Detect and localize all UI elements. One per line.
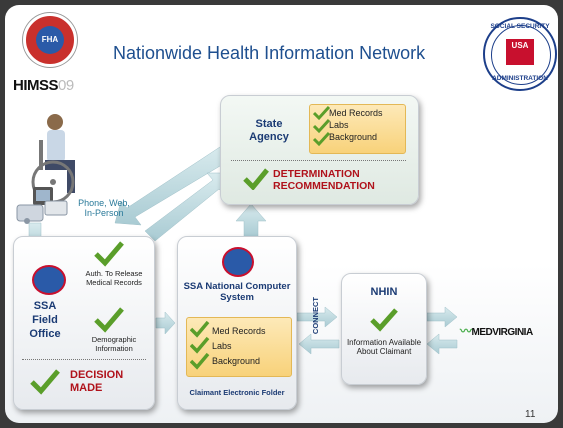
field-office-title: SSA Field Office bbox=[22, 299, 68, 341]
fha-seal-text: FHA bbox=[36, 26, 64, 54]
arrow-state-to-claimant bbox=[114, 144, 236, 226]
slide-title: Nationwide Health Information Network bbox=[113, 43, 426, 63]
ssa-seal-ring bbox=[491, 25, 551, 85]
state-agency-item: Background bbox=[329, 132, 378, 142]
slide-panel: FHA HIMSS09 Nationwide Health Informatio… bbox=[5, 5, 558, 423]
field-office-seal-icon bbox=[32, 265, 66, 295]
field-office-title-line: Office bbox=[29, 328, 61, 340]
state-agency-item: Med Records bbox=[329, 108, 383, 118]
fha-seal-logo: FHA bbox=[23, 13, 77, 67]
national-items: Med Records Labs Background bbox=[212, 324, 266, 369]
ssa-field-office-box: SSA Field Office Auth. To Release Medica… bbox=[13, 236, 155, 410]
state-agency-divider bbox=[231, 160, 406, 161]
medvirginia-text: MEDVIRGINIA bbox=[471, 327, 534, 338]
ssa-seal-bottom-text: ADMINISTRATION bbox=[492, 75, 548, 82]
ssa-seal-top-text: SOCIAL SECURITY bbox=[490, 23, 550, 30]
state-agency-checkmarks-icon bbox=[313, 106, 331, 147]
arrow-medv-to-nhin bbox=[426, 333, 458, 355]
connect-label: CONNECT bbox=[311, 297, 320, 335]
decision-made-label: DECISION MADE bbox=[70, 369, 124, 394]
himss-logo: HIMSS09 bbox=[13, 77, 74, 94]
determination-check-icon bbox=[243, 168, 269, 190]
field-office-divider bbox=[22, 359, 146, 360]
page-number: 11 bbox=[525, 409, 536, 420]
state-agency-box: State Agency Med Records Labs Background… bbox=[220, 95, 419, 205]
demographic-check-icon bbox=[94, 307, 124, 333]
ssa-seal-center: USA bbox=[506, 39, 534, 65]
nhin-check-icon bbox=[370, 308, 398, 332]
flow-arrows bbox=[21, 144, 458, 355]
nhin-title: NHIN bbox=[370, 286, 398, 298]
ssa-national-seal-icon bbox=[222, 247, 254, 277]
state-agency-items: Med Records Labs Background bbox=[329, 107, 383, 143]
arrow-national-to-nhin-top bbox=[296, 306, 338, 328]
field-office-title-line: Field bbox=[32, 314, 58, 326]
medvirginia-pulse-icon: 〰 bbox=[460, 324, 472, 338]
ssa-national-title: SSA National Computer System bbox=[183, 281, 291, 303]
claimant-wheelchair-icon bbox=[31, 114, 75, 204]
national-checkmarks-icon bbox=[190, 321, 210, 370]
arrow-field-to-national bbox=[155, 311, 176, 335]
nhin-info-label: Information Available About Claimant bbox=[346, 338, 422, 356]
auth-release-check-icon bbox=[94, 241, 124, 267]
national-item: Med Records bbox=[212, 326, 266, 336]
arrow-nhin-to-medv bbox=[426, 306, 458, 328]
arrow-nhin-to-national-bottom bbox=[298, 333, 340, 355]
state-agency-title: State Agency bbox=[249, 118, 289, 143]
determination-recommendation: DETERMINATION RECOMMENDATION bbox=[273, 168, 375, 192]
himss-year: 09 bbox=[58, 77, 74, 94]
national-item: Labs bbox=[212, 341, 232, 351]
contact-methods-text: Phone, Web, In-Person bbox=[78, 198, 130, 218]
claimant-folder-label: Claimant Electronic Folder bbox=[189, 388, 285, 397]
contact-methods-label: Phone, Web, In-Person bbox=[69, 198, 139, 218]
ssa-national-box: SSA National Computer System Med Records… bbox=[177, 236, 297, 410]
ssa-seal-logo: SOCIAL SECURITY USA ADMINISTRATION bbox=[483, 17, 557, 91]
state-agency-item: Labs bbox=[329, 120, 349, 130]
auth-release-label: Auth. To Release Medical Records bbox=[85, 269, 143, 287]
nhin-box: NHIN Information Available About Claiman… bbox=[341, 273, 427, 385]
national-item: Background bbox=[212, 356, 261, 366]
demographic-info-label: Demographic Information bbox=[91, 335, 137, 353]
decision-check-icon bbox=[30, 369, 60, 395]
medvirginia-logo: 〰MEDVIRGINIA bbox=[460, 322, 533, 339]
phone-computer-icon bbox=[16, 187, 68, 224]
field-office-title-line: SSA bbox=[33, 300, 57, 312]
himss-text: HIMSS bbox=[13, 77, 59, 94]
arrow-national-to-state bbox=[235, 203, 267, 238]
